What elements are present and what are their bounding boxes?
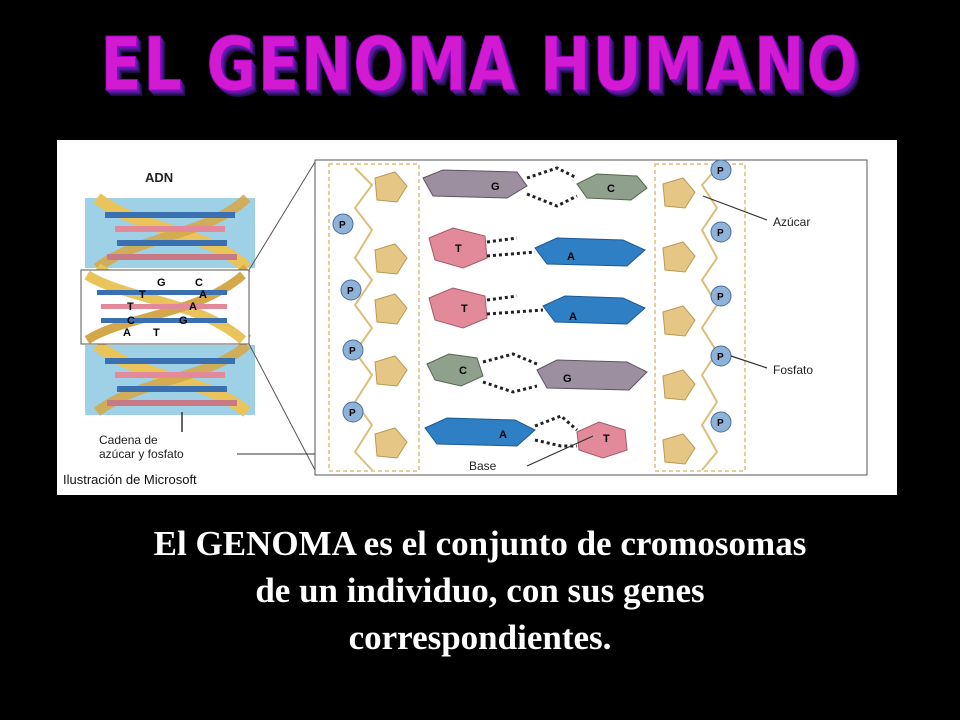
- base-pair-5: A T: [424, 414, 628, 459]
- label-azucar: Azúcar: [773, 215, 810, 229]
- helix-base-3: T: [139, 289, 146, 301]
- pair-1-right: C: [607, 183, 615, 195]
- base-pair-2: T A: [428, 227, 646, 269]
- pair-5-left: A: [499, 429, 507, 441]
- base-pair-1: G C: [422, 166, 648, 208]
- base-pair-4: C G: [426, 352, 648, 394]
- helix-base-5: T: [127, 301, 134, 313]
- dna-detail-panel: P P P P P P P P P G C: [314, 159, 868, 476]
- adn-label: ADN: [145, 170, 173, 185]
- pair-4-left: C: [459, 365, 467, 377]
- pair-1-left: G: [491, 181, 500, 193]
- slide-caption: El GENOMA es el conjunto de cromosomas d…: [60, 520, 900, 661]
- chain-label-line1: Cadena de: [99, 433, 158, 447]
- helix-base-1: G: [157, 277, 166, 289]
- helix-base-8: G: [179, 315, 188, 327]
- phosphate-group-left: P P P P: [332, 213, 364, 423]
- helix-base-4: A: [199, 289, 207, 301]
- caption-line-2: de un individuo, con sus genes: [255, 571, 705, 610]
- phosphate-symbol-4: P: [349, 408, 356, 419]
- pair-3-left: T: [461, 303, 468, 315]
- caption-line-1: El GENOMA es el conjunto de cromosomas: [153, 524, 807, 563]
- phosphate-symbol-5: P: [717, 166, 724, 177]
- phosphate-symbol-3: P: [349, 346, 356, 357]
- credit-text: Ilustración de Microsoft: [63, 472, 197, 487]
- helix-base-6: A: [189, 301, 197, 313]
- chain-label-line2: azúcar y fosfato: [99, 447, 184, 461]
- phosphate-symbol-7: P: [717, 292, 724, 303]
- helix-base-2: C: [195, 277, 203, 289]
- helix-base-10: T: [153, 327, 160, 339]
- pair-4-right: G: [563, 373, 572, 385]
- dna-figure: ADN G C T A T A C G A T: [57, 140, 897, 495]
- base-pair-3: T A: [428, 287, 646, 329]
- caption-line-3: correspondientes.: [348, 618, 612, 657]
- phosphate-symbol-9: P: [717, 418, 724, 429]
- pair-2-left: T: [455, 243, 462, 255]
- helix-base-7: C: [127, 315, 135, 327]
- phosphate-group-right: P P P P P: [710, 159, 732, 433]
- phosphate-symbol-6: P: [717, 228, 724, 239]
- label-base: Base: [469, 459, 497, 473]
- helix-base-9: A: [123, 327, 131, 339]
- dna-helix-illustration: ADN G C T A T A C G A T: [63, 161, 341, 487]
- pair-2-right: A: [567, 251, 575, 263]
- phosphate-symbol-8: P: [717, 352, 724, 363]
- pair-3-right: A: [569, 311, 577, 323]
- phosphate-symbol-2: P: [347, 286, 354, 297]
- phosphate-symbol-1: P: [339, 220, 346, 231]
- pair-5-right: T: [603, 433, 610, 445]
- label-fosfato: Fosfato: [773, 363, 813, 377]
- slide-title: EL GENOMA HUMANO: [100, 22, 860, 109]
